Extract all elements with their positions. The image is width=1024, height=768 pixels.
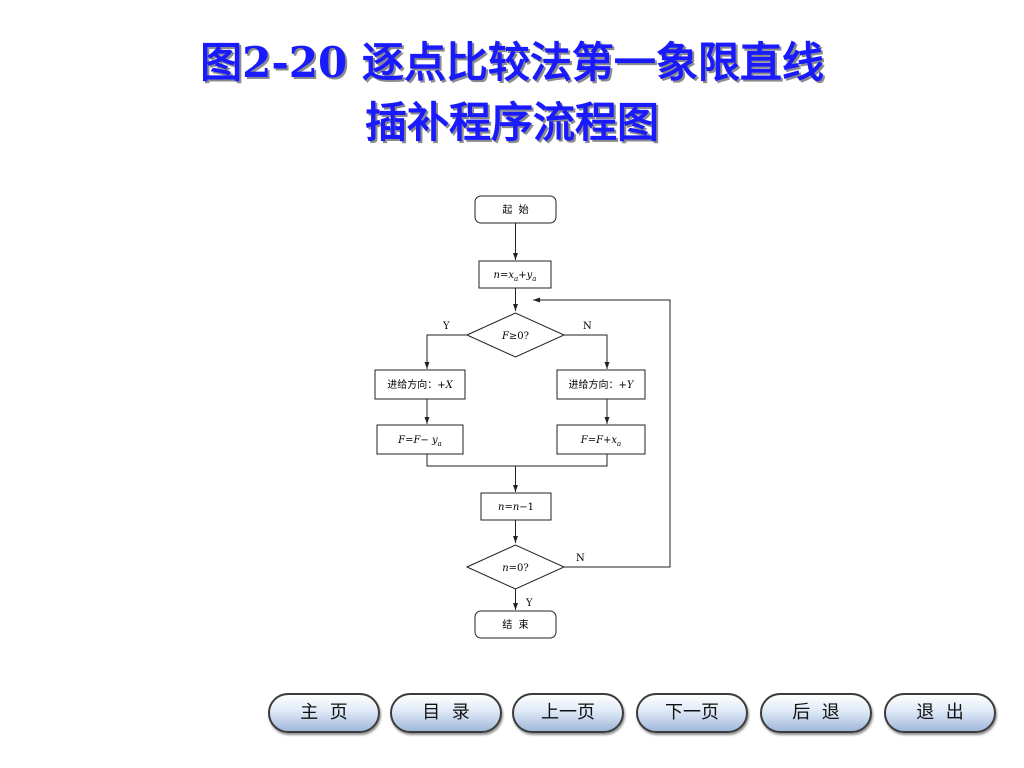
init-sub1: a [514,275,518,283]
home-button[interactable]: 主 页 [268,693,380,733]
decision-f-label: F≥0? [501,331,529,342]
calc-right-label: F=F+xa [580,435,621,448]
page-title-line2: 插补程序流程图 [364,98,659,147]
back-button[interactable]: 后 退 [760,693,872,733]
edge-decision2-loop [533,297,671,568]
calc-right-var: F [580,435,589,446]
end-node [474,610,557,639]
feed-x-text: 进给方向： [387,378,437,391]
calc-left-var: F [397,435,406,446]
decision1-yes-label: Y [442,321,450,332]
toc-button[interactable]: 目 录 [390,693,502,733]
decision-n-label: n=0? [502,563,529,574]
feed-y-node [556,369,646,400]
feed-y-label: 进给方向：+Y [569,378,635,391]
next-page-button[interactable]: 下一页 [636,693,748,733]
start-label: 起 始 [502,203,528,216]
decision-n-rest: =0? [509,563,529,574]
decrement-label: n=n−1 [498,502,534,513]
end-label: 结 束 [502,618,528,631]
exit-button[interactable]: 退 出 [884,693,996,733]
feed-x-label: 进给方向：+X [387,378,453,391]
page-title-line1: 图2-20 逐点比较法第一象限直线 [200,38,824,87]
decision-f-rest: ≥0? [509,331,529,342]
init-var: n [494,270,500,281]
decrement-eq: =n [504,502,519,513]
calc-left-node [376,424,464,455]
calc-right-eq: =F+x [588,435,618,446]
feed-x-value: +X [437,380,453,391]
decision1-no-label: N [583,321,592,332]
init-node [478,260,552,289]
edge-decision1-no [564,334,610,369]
feed-y-text: 进给方向： [569,378,619,391]
feed-x-node [374,369,466,400]
calc-right-sub: a [617,440,621,448]
prev-page-button[interactable]: 上一页 [512,693,624,733]
calc-right-node [556,424,646,455]
edge-decision1-yes [424,334,467,369]
edge-merge [426,454,608,467]
decrement-rest: −1 [519,502,534,513]
decrement-var: n [498,502,504,513]
feed-y-value: +Y [619,380,635,391]
calc-left-sub: a [438,440,442,448]
init-eq: =x [500,270,514,281]
decision2-yes-label: Y [525,598,533,609]
decision2-no-label: N [576,553,585,564]
init-label: n=xa+ya [494,270,537,283]
init-sub2: a [532,275,536,283]
calc-left-y: y [429,435,438,446]
decision-f-var: F [501,331,510,342]
calc-left-label: F=F− ya [397,435,442,448]
decision-n-var: n [502,563,508,574]
init-plus: +y [518,270,532,281]
calc-left-eq: =F− [405,435,429,446]
